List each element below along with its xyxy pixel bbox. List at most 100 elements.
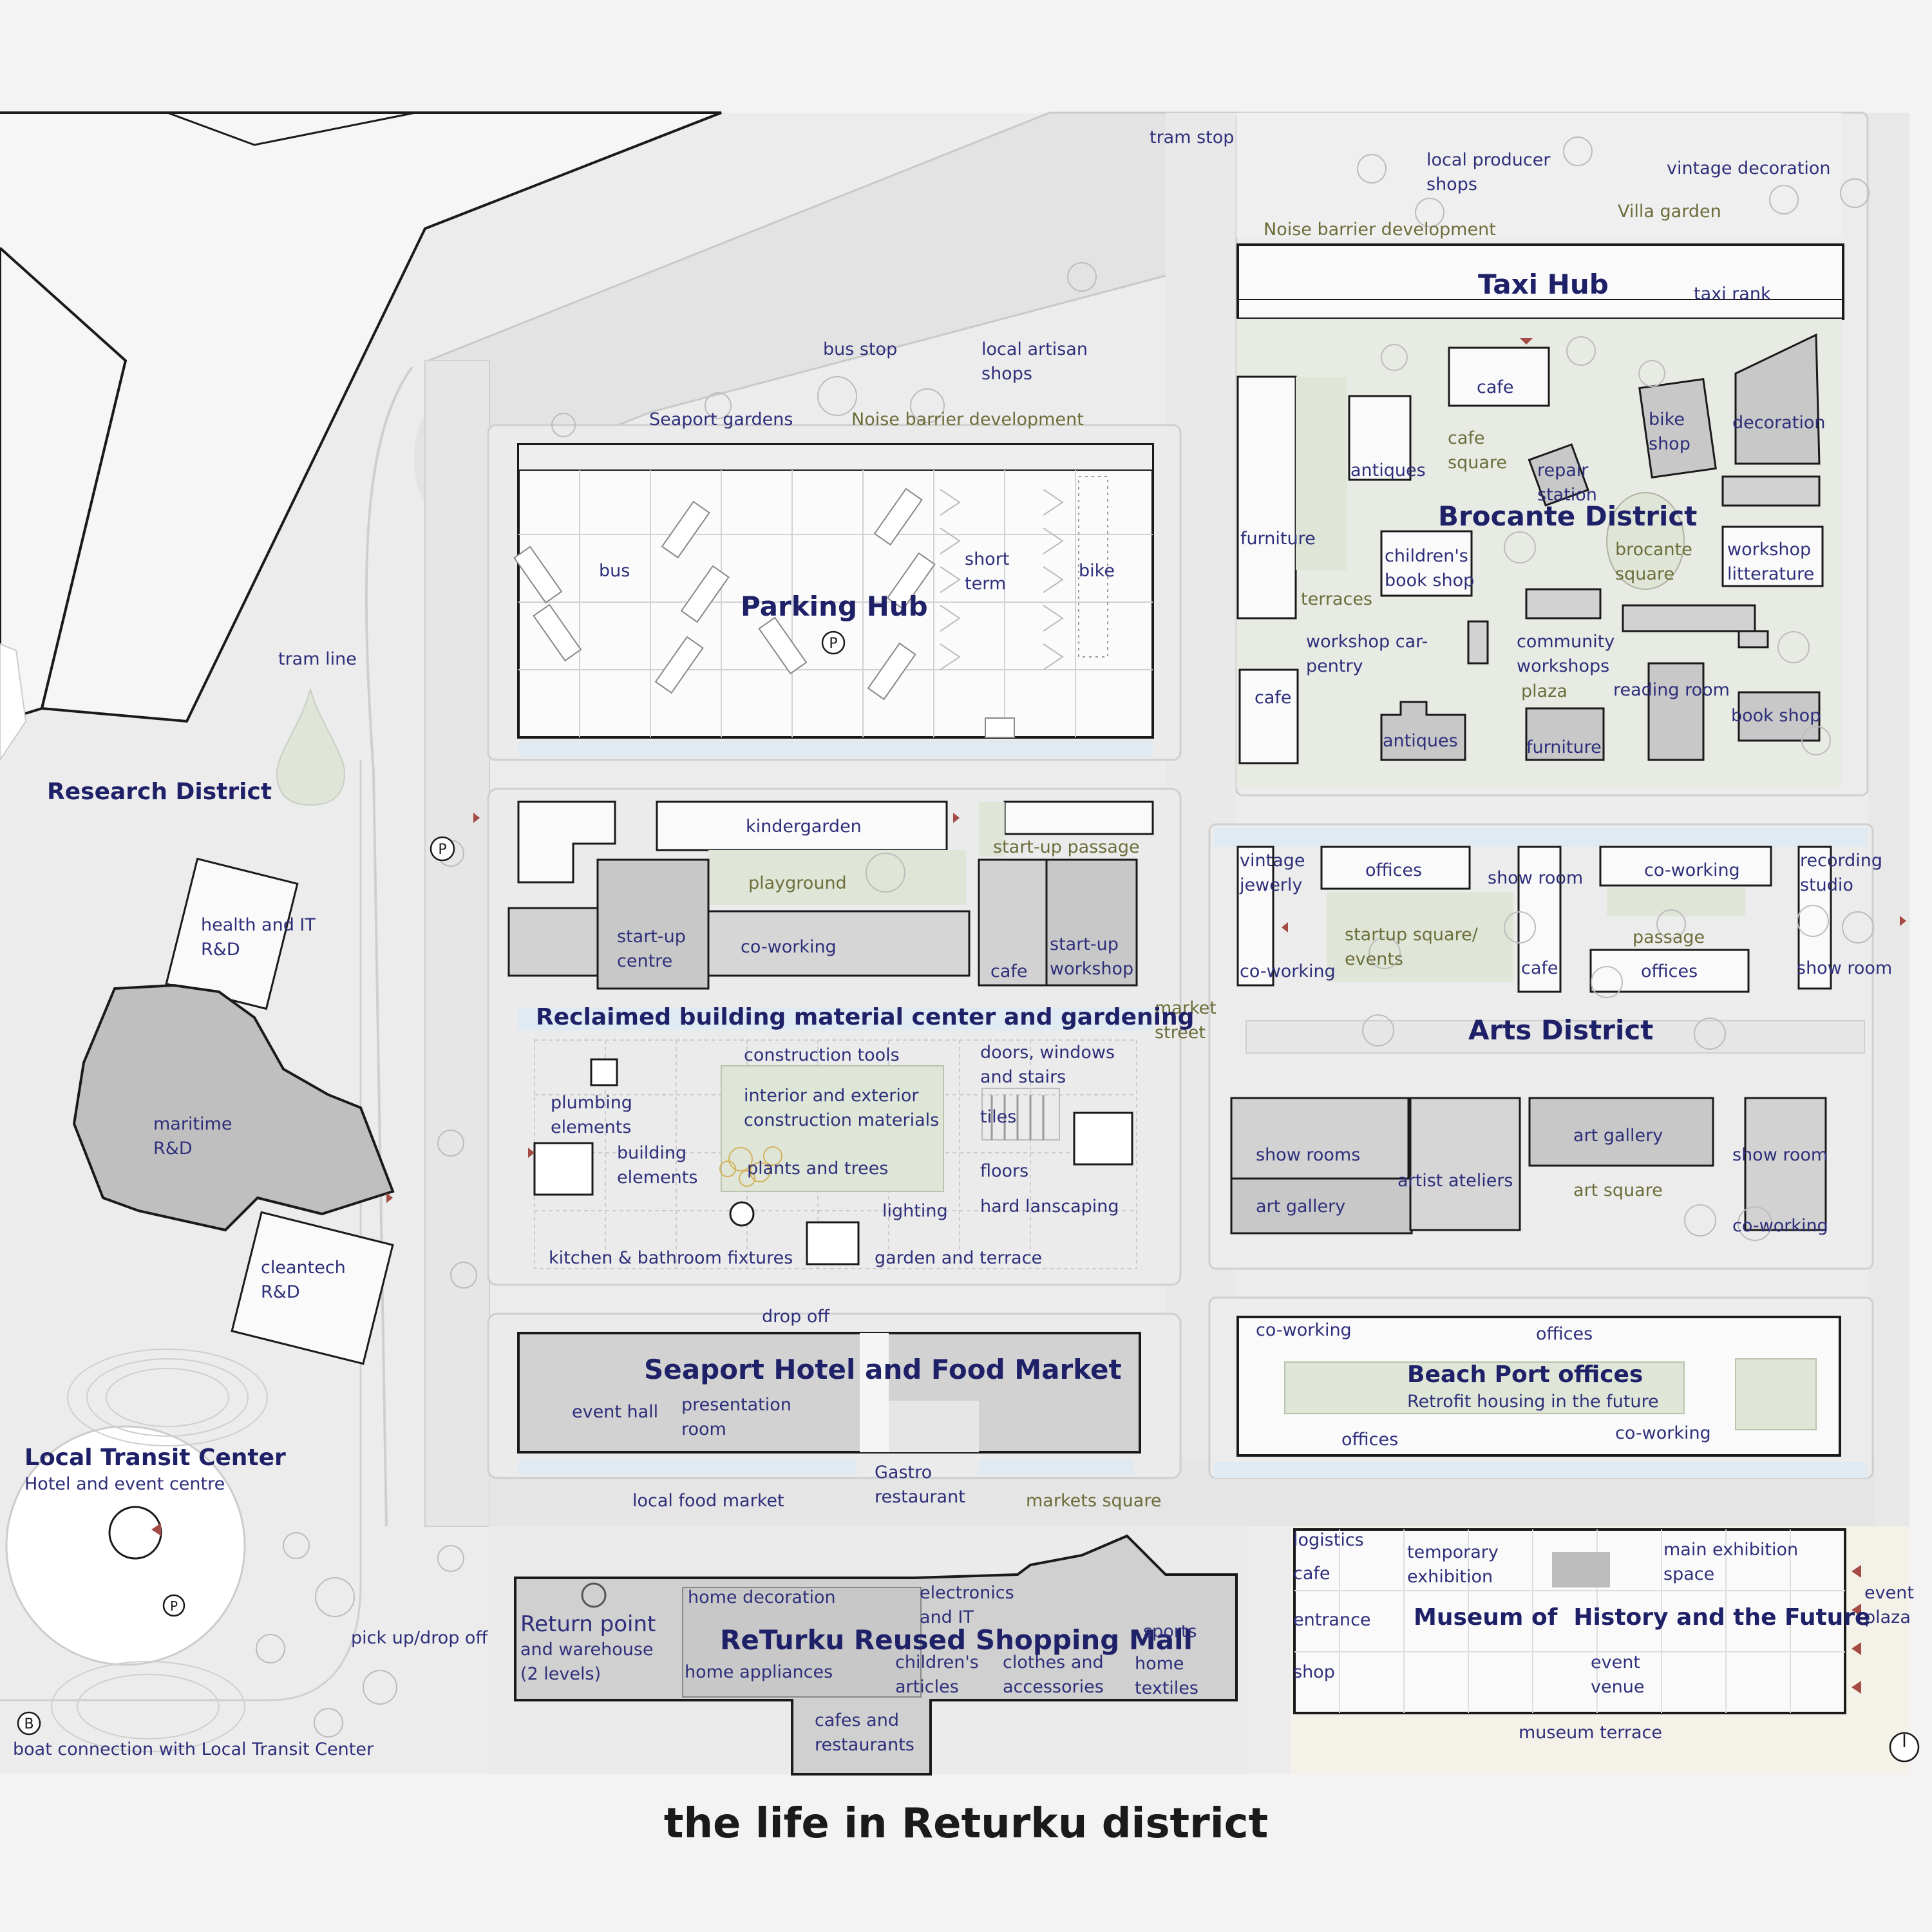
label-electronics: electronics and IT bbox=[920, 1583, 1014, 1627]
label-event-venue: event venue bbox=[1591, 1653, 1645, 1697]
label-show-rooms: show rooms bbox=[1256, 1145, 1361, 1165]
svg-text:B: B bbox=[24, 1716, 33, 1732]
label-terraces: terraces bbox=[1301, 589, 1372, 609]
label-vintage-decoration: vintage decoration bbox=[1667, 158, 1831, 178]
label-local-artisan-shops: local artisan shops bbox=[981, 339, 1088, 384]
research-district-title: Research District bbox=[47, 779, 272, 805]
label-brocante-square: brocante square bbox=[1615, 540, 1692, 584]
label-local-producer-shops: local producer shops bbox=[1426, 150, 1551, 194]
label-clothes: clothes and accessories bbox=[1003, 1653, 1104, 1697]
arts-district-title: Arts District bbox=[1468, 1014, 1654, 1046]
label-furniture-2: furniture bbox=[1526, 737, 1602, 757]
label-offices-1: offices bbox=[1365, 860, 1423, 880]
svg-text:P: P bbox=[438, 842, 446, 858]
label-tram-stop: tram stop bbox=[1150, 128, 1235, 147]
label-home-textiles: home textiles bbox=[1135, 1654, 1198, 1698]
seaport-hotel-title: Seaport Hotel and Food Market bbox=[644, 1354, 1122, 1385]
label-floors: floors bbox=[980, 1161, 1029, 1181]
label-boat-connection: boat connection with Local Transit Cente… bbox=[13, 1739, 374, 1759]
label-shop: shop bbox=[1293, 1662, 1335, 1682]
label-workshop-carpentry: workshop car- pentry bbox=[1306, 632, 1428, 676]
beach-port-subtitle: Retrofit housing in the future bbox=[1407, 1392, 1659, 1412]
label-markets-square: markets square bbox=[1026, 1491, 1162, 1511]
label-childrens-book-shop: children's book shop bbox=[1385, 546, 1475, 591]
brocante-district-title: Brocante District bbox=[1438, 500, 1698, 532]
label-show-room-2: show room bbox=[1797, 958, 1893, 978]
label-entrance: entrance bbox=[1293, 1610, 1371, 1630]
label-decoration: decoration bbox=[1732, 413, 1826, 433]
label-building-elements: building elements bbox=[617, 1143, 698, 1188]
compass-icon bbox=[1889, 1732, 1920, 1763]
label-gastro: Gastro restaurant bbox=[875, 1463, 965, 1507]
parking-icon: P P P bbox=[162, 630, 846, 1617]
label-bus-stop: bus stop bbox=[823, 339, 898, 359]
label-repair-station: repair station bbox=[1537, 460, 1597, 505]
label-childrens-articles: children's articles bbox=[895, 1653, 979, 1697]
page-title: the life in Returku district bbox=[663, 1800, 1269, 1848]
label-offices-4: offices bbox=[1341, 1430, 1399, 1450]
boat-icon: B bbox=[17, 1711, 41, 1736]
label-main-exhibition: main exhibition space bbox=[1663, 1540, 1799, 1584]
label-cafe-1: cafe bbox=[1477, 377, 1514, 397]
label-short-term: short term bbox=[965, 549, 1010, 594]
label-art-gallery-1: art gallery bbox=[1256, 1197, 1346, 1217]
local-transit-title: Local Transit Center bbox=[24, 1444, 286, 1471]
label-kitchen-bath: kitchen & bathroom fixtures bbox=[549, 1248, 793, 1268]
label-book-shop: book shop bbox=[1731, 706, 1821, 726]
label-bike-shop: bike shop bbox=[1649, 410, 1690, 454]
beach-port-title: Beach Port offices bbox=[1407, 1361, 1643, 1388]
label-return-point-sub: and warehouse (2 levels) bbox=[520, 1640, 654, 1684]
label-cleantech: cleantech R&D bbox=[261, 1258, 346, 1302]
label-show-room-1: show room bbox=[1488, 868, 1584, 888]
label-museum-terrace: museum terrace bbox=[1519, 1723, 1663, 1743]
label-startup-square: startup square/ events bbox=[1345, 925, 1478, 969]
label-cafe-3: cafe bbox=[990, 961, 1028, 981]
label-health-it: health and IT R&D bbox=[201, 915, 316, 960]
label-hard-landscaping: hard lanscaping bbox=[980, 1197, 1119, 1217]
reclaimed-center-title: Reclaimed building material center and g… bbox=[536, 1004, 1195, 1030]
label-offices-2: offices bbox=[1641, 961, 1698, 981]
label-market-street: market street bbox=[1155, 998, 1217, 1043]
label-startup-centre: start-up centre bbox=[617, 927, 686, 971]
label-plants-trees: plants and trees bbox=[747, 1159, 889, 1179]
taxi-hub-title: Taxi Hub bbox=[1478, 269, 1609, 300]
label-local-food-market: local food market bbox=[632, 1491, 784, 1511]
svg-text:P: P bbox=[170, 1598, 178, 1614]
label-construction-tools: construction tools bbox=[744, 1045, 900, 1065]
parking-hub-title: Parking Hub bbox=[741, 591, 928, 622]
label-art-gallery-2: art gallery bbox=[1573, 1126, 1663, 1146]
label-passage: passage bbox=[1633, 927, 1705, 947]
svg-text:P: P bbox=[829, 636, 837, 652]
label-temporary-exhibition: temporary exhibition bbox=[1407, 1542, 1499, 1587]
label-co-working-2: co-working bbox=[1644, 860, 1740, 880]
label-art-square: art square bbox=[1573, 1180, 1663, 1200]
label-plaza: plaza bbox=[1521, 681, 1567, 701]
label-bus: bus bbox=[599, 561, 630, 581]
label-garden-terrace: garden and terrace bbox=[875, 1248, 1043, 1268]
label-co-working-4: co-working bbox=[1732, 1216, 1828, 1236]
label-home-appliances: home appliances bbox=[685, 1662, 833, 1682]
label-antiques-1: antiques bbox=[1350, 460, 1426, 480]
label-return-point: Return point bbox=[520, 1611, 656, 1637]
label-cafe-4: cafe bbox=[1521, 958, 1558, 978]
label-maritime: maritime R&D bbox=[153, 1114, 232, 1159]
label-plumbing: plumbing elements bbox=[551, 1093, 632, 1137]
label-playground: playground bbox=[748, 873, 847, 893]
label-artist-ateliers: artist ateliers bbox=[1397, 1171, 1513, 1191]
label-drop-off: drop off bbox=[762, 1307, 830, 1327]
local-transit-subtitle: Hotel and event centre bbox=[24, 1474, 225, 1494]
label-co-working-5: co-working bbox=[1256, 1320, 1352, 1340]
label-cafes-restaurants: cafes and restaurants bbox=[815, 1710, 914, 1755]
museum-title: Museum of History and the Future bbox=[1414, 1604, 1871, 1631]
label-noise-barrier-2: Noise barrier development bbox=[851, 410, 1084, 430]
label-doors-windows: doors, windows and stairs bbox=[980, 1043, 1115, 1087]
label-interior-exterior: interior and exterior construction mater… bbox=[744, 1086, 940, 1130]
label-noise-barrier-1: Noise barrier development bbox=[1264, 220, 1496, 240]
label-community-workshops: community workshops bbox=[1517, 632, 1615, 676]
label-cafe-square: cafe square bbox=[1448, 428, 1507, 473]
label-cafe-5: cafe bbox=[1293, 1564, 1331, 1584]
label-event-plaza: event plaza bbox=[1864, 1583, 1914, 1627]
label-show-room-3: show room bbox=[1732, 1145, 1828, 1165]
label-event-hall: event hall bbox=[572, 1402, 659, 1422]
